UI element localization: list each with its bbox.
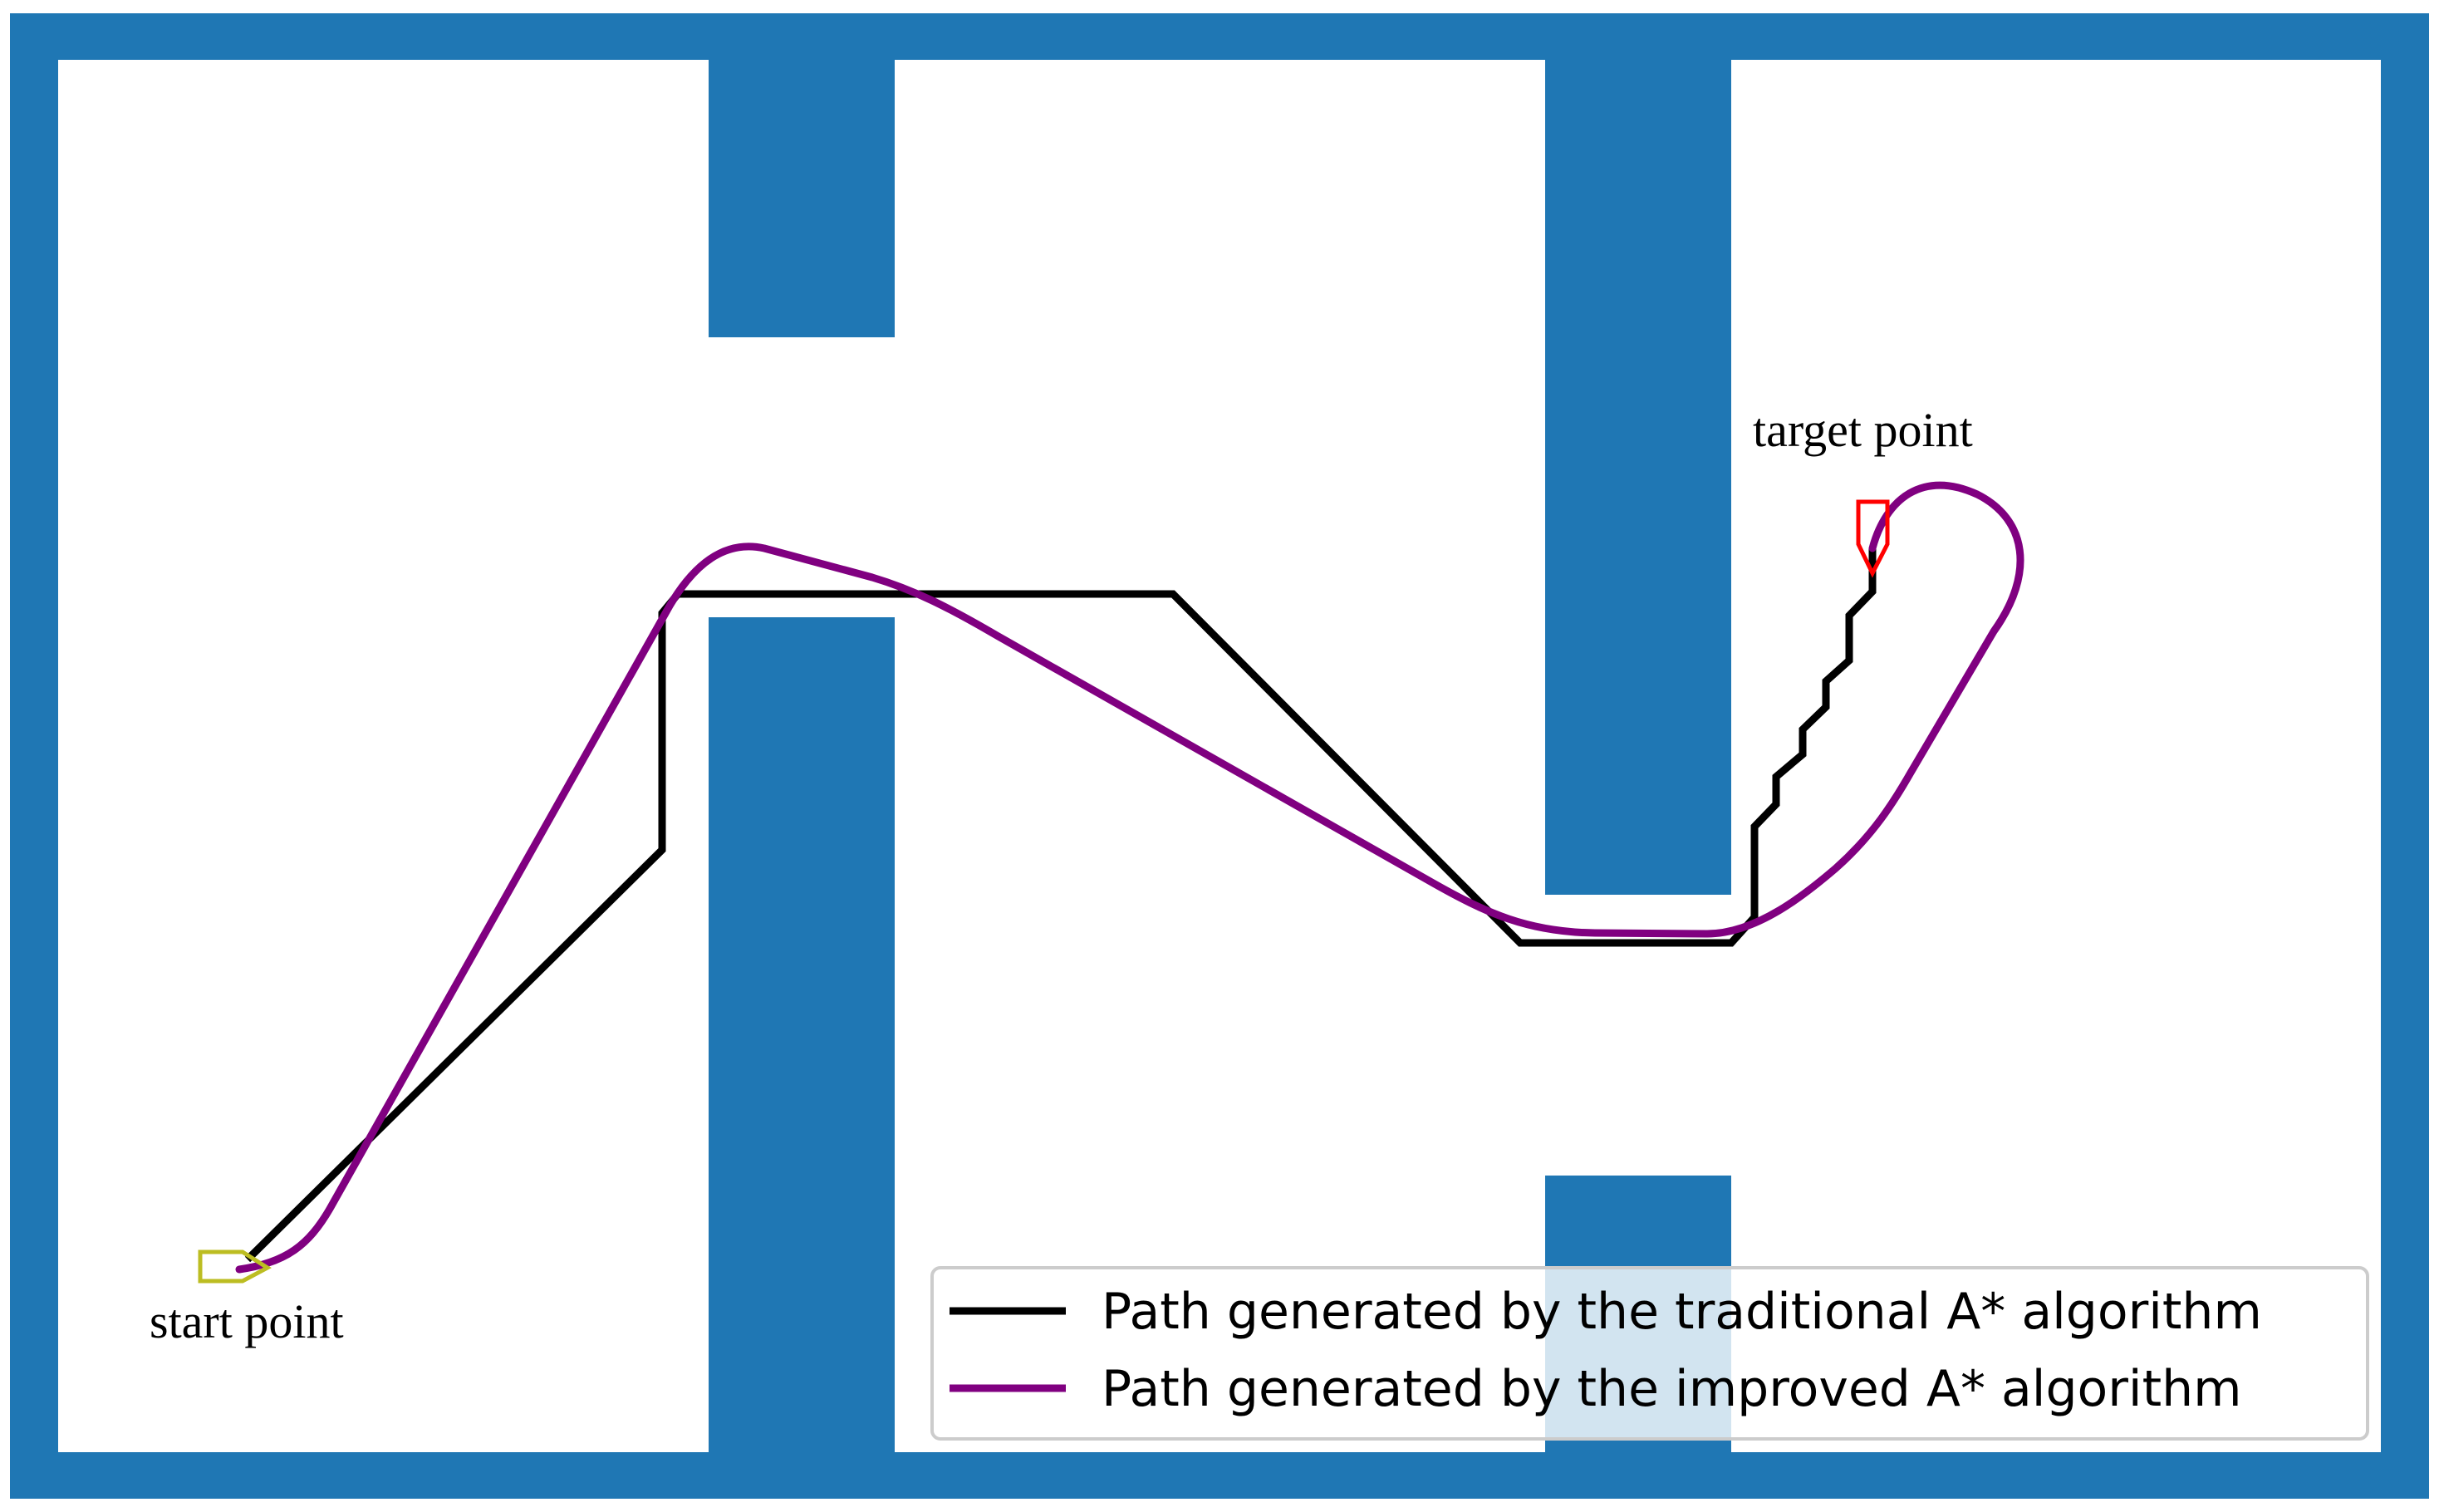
boundary-walls <box>10 13 2429 1499</box>
legend-frame <box>930 1266 2369 1441</box>
boundary-wall-top <box>10 13 2429 60</box>
obstacle-left-lower <box>709 617 895 1454</box>
start-point-label: start point <box>150 1294 344 1348</box>
obstacles <box>709 58 1731 1454</box>
improved-astar-path <box>235 481 2024 1274</box>
obstacle-left-upper <box>709 58 895 337</box>
legend-label-improved: Path generated by the improved A* algori… <box>1102 1360 2242 1418</box>
target-point-label: target point <box>1753 403 1973 457</box>
boundary-wall-bottom <box>10 1452 2429 1499</box>
legend: Path generated by the traditional A* alg… <box>930 1266 2369 1441</box>
start-marker <box>198 1249 272 1284</box>
boundary-wall-right <box>2381 13 2429 1499</box>
legend-label-traditional: Path generated by the traditional A* alg… <box>1102 1283 2262 1341</box>
boundary-wall-left <box>10 13 58 1499</box>
obstacle-right-upper <box>1545 58 1731 895</box>
target-marker <box>1856 499 1890 578</box>
